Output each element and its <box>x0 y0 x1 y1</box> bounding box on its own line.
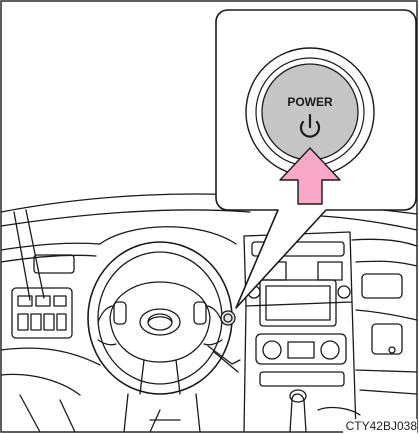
climate-panel <box>256 334 346 364</box>
dashboard <box>1 194 417 432</box>
power-button-label: POWER <box>270 96 350 108</box>
instrument-hood <box>100 227 236 244</box>
figure-code: CTY42BJ038 <box>343 419 417 433</box>
power-button-face <box>262 64 358 160</box>
power-switch-location <box>221 311 235 325</box>
wheel-emblem <box>140 309 180 335</box>
